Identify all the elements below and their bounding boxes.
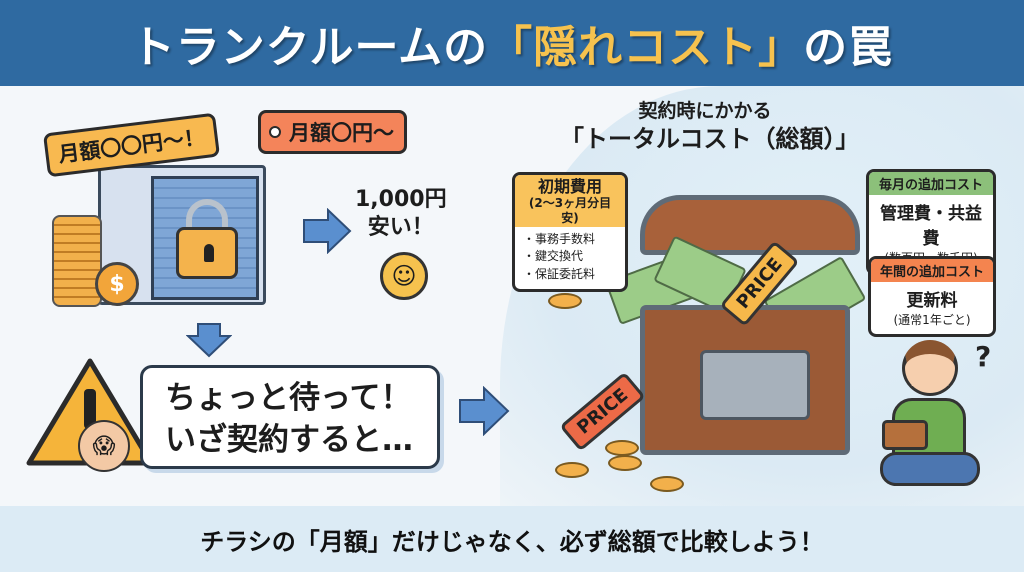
total-cost-title-line-1: 契約時にかかる (638, 100, 772, 122)
initial-cost-subheading: (2〜3ヶ月分目安) (528, 196, 612, 225)
smiley-face-icon: ☺ (380, 252, 428, 300)
warning-line-2: いざ契約すると… (165, 421, 413, 458)
coin-icon (548, 293, 582, 309)
initial-cost-item: ・保証委託料 (523, 266, 596, 281)
initial-cost-list: ・事務手数料 ・鍵交換代 ・保証委託料 (515, 227, 625, 289)
yearly-cost-heading: 年間の追加コスト (871, 259, 993, 282)
dollar-coin-icon: $ (95, 262, 139, 306)
coin-stack-icon (52, 215, 102, 307)
reaction-cheap: 安い！ (367, 214, 434, 240)
yearly-cost-note: (通常1年ごと) (893, 313, 971, 327)
coin-icon (555, 462, 589, 478)
title-highlight: 「隠れコスト」 (488, 22, 804, 73)
warning-line-1: ちょっと待って！ (165, 380, 412, 416)
arrow-right-icon (303, 208, 352, 254)
initial-cost-item: ・鍵交換代 (523, 249, 584, 264)
initial-cost-heading: 初期費用 (537, 177, 602, 196)
monthly-cost-main: 管理費・共益費 (880, 204, 982, 249)
person-head (902, 340, 958, 396)
page-title: トランクルームの「隠れコスト」の罠 (131, 11, 893, 75)
wallet-icon (882, 420, 928, 450)
person-legs (880, 452, 980, 486)
scared-person-icon: 😱 (78, 420, 130, 472)
confused-person-illustration (880, 340, 980, 490)
padlock-icon (176, 227, 238, 279)
reaction-price: 1,000円 (355, 187, 447, 212)
arrow-right-icon-2 (459, 386, 510, 436)
title-suffix: の罠 (803, 22, 894, 73)
question-mark-icon: ? (975, 340, 992, 373)
arrow-down-icon (186, 323, 232, 358)
footer-message: チラシの「月額」だけじゃなく、必ず総額で比較しよう！ (200, 527, 824, 556)
initial-cost-header: 初期費用 (2〜3ヶ月分目安) (515, 175, 625, 227)
storage-locker-illustration (98, 165, 266, 305)
treasure-chest-illustration (604, 195, 870, 465)
monthly-cost-heading: 毎月の追加コスト (869, 172, 993, 195)
coin-icon (608, 455, 642, 471)
header-banner: トランクルームの「隠れコスト」の罠 (0, 0, 1024, 86)
chest-body (640, 305, 850, 455)
total-cost-title-line-2: 「トータルコスト（総額）」 (560, 124, 860, 153)
coin-icon (650, 476, 684, 492)
padlock-shackle (186, 199, 228, 237)
yearly-cost-box: 年間の追加コスト 更新料 (通常1年ごと) (868, 256, 996, 337)
initial-cost-item: ・事務手数料 (523, 231, 596, 246)
chest-lock-icon (700, 350, 810, 420)
initial-cost-box: 初期費用 (2〜3ヶ月分目安) ・事務手数料 ・鍵交換代 ・保証委託料 (512, 172, 628, 293)
reaction-text: 1,000円 安い！ (355, 186, 447, 241)
warning-speech-box: ちょっと待って！ いざ契約すると… (140, 365, 440, 469)
yearly-cost-body: 更新料 (通常1年ごと) (871, 282, 993, 334)
keyhole-icon (204, 244, 214, 262)
coin-icon (605, 440, 639, 456)
footer-banner: チラシの「月額」だけじゃなく、必ず総額で比較しよう！ (0, 506, 1024, 572)
ad-price-tag-orange: 月額〇円〜 (258, 110, 407, 154)
total-cost-title: 契約時にかかる 「トータルコスト（総額）」 (560, 100, 860, 154)
locker-shutter-door (151, 176, 259, 300)
title-prefix: トランクルームの (130, 22, 489, 73)
yearly-cost-main: 更新料 (906, 291, 958, 311)
